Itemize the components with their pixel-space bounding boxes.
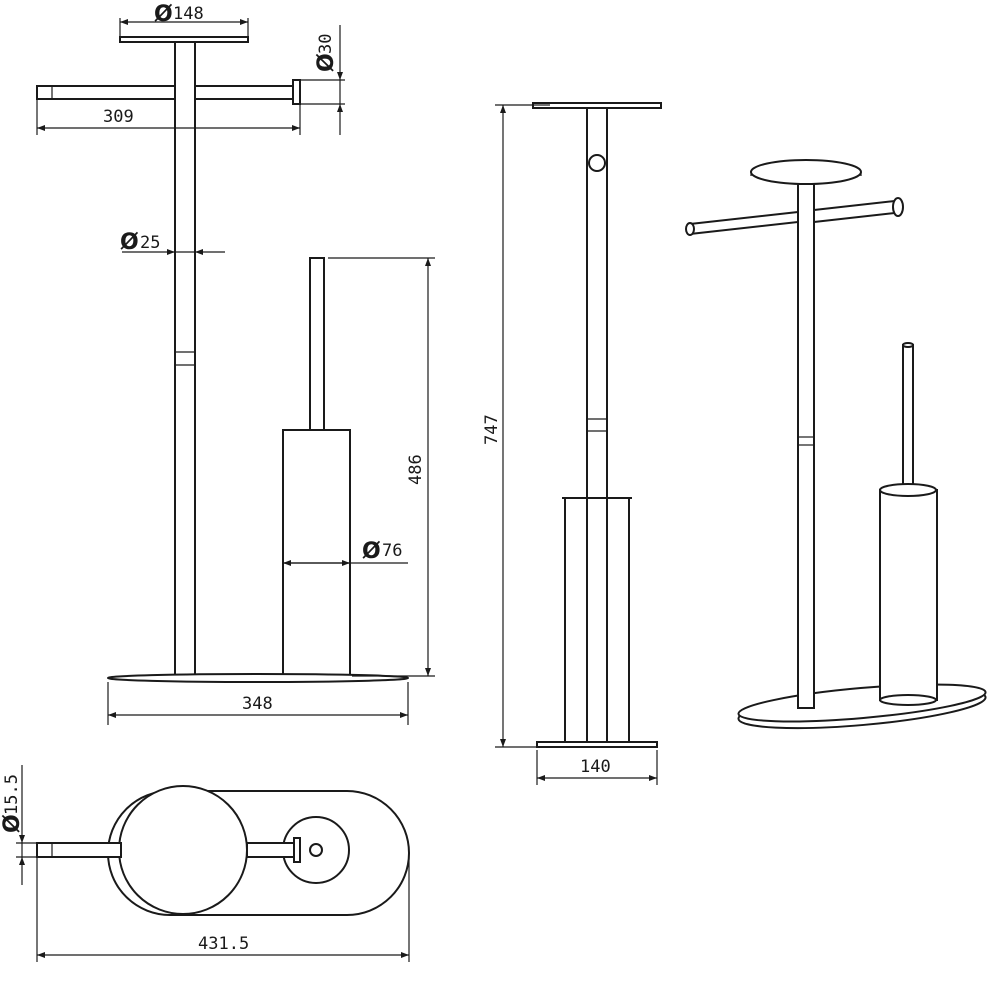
top-left-arm	[36, 842, 122, 858]
side-arm-socket	[588, 154, 606, 172]
persp-right-arm	[813, 199, 896, 224]
front-left-arm	[36, 85, 176, 100]
diameter-symbol-76: Ø	[362, 539, 381, 564]
front-pole	[174, 41, 196, 677]
persp-top-plate	[750, 159, 862, 185]
side-view	[532, 102, 662, 748]
diameter-symbol-148: Ø	[154, 2, 173, 27]
perspective-view	[685, 159, 987, 730]
persp-arm-cap	[892, 197, 904, 217]
diameter-symbol-30: Ø	[314, 53, 339, 72]
dim-base-length: 431.5	[198, 934, 249, 954]
top-plate-circle	[118, 785, 248, 915]
dim-arm-span: 309	[103, 107, 134, 127]
front-right-arm	[194, 85, 296, 100]
top-brush-handle-circle	[309, 843, 323, 857]
front-arm-cap	[292, 79, 301, 105]
dim-base-depth: 140	[580, 757, 611, 777]
persp-brush-handle	[902, 344, 914, 491]
front-brush-holder	[282, 429, 351, 677]
top-dimensions: Ø 15.5 431.5	[0, 765, 410, 962]
front-base	[107, 673, 409, 683]
side-dimensions: 747 140	[482, 104, 658, 785]
front-dimensions: Ø 148 Ø 30 309 Ø 25 486	[36, 2, 435, 725]
top-view	[36, 785, 410, 916]
dim-holder-height: 486	[406, 454, 426, 485]
persp-holder	[879, 489, 938, 701]
side-base	[536, 741, 658, 748]
top-right-arm	[246, 842, 296, 858]
dim-arm-end-diameter: 15.5	[2, 774, 22, 815]
diameter-symbol-15-5: Ø	[0, 814, 25, 833]
dim-overall-height: 747	[482, 414, 502, 445]
front-brush-handle	[309, 257, 325, 431]
dim-top-plate-diameter: 148	[173, 4, 204, 24]
persp-left-arm	[689, 210, 799, 236]
dim-arm-tube-diameter: 30	[316, 34, 336, 54]
front-view	[36, 36, 409, 683]
persp-pole	[797, 183, 815, 709]
persp-holder-top	[879, 483, 937, 497]
dim-base-width: 348	[242, 694, 273, 714]
dim-pole-diameter: 25	[140, 233, 160, 253]
dim-holder-diameter: 76	[382, 541, 402, 561]
diameter-symbol-25: Ø	[120, 230, 139, 255]
